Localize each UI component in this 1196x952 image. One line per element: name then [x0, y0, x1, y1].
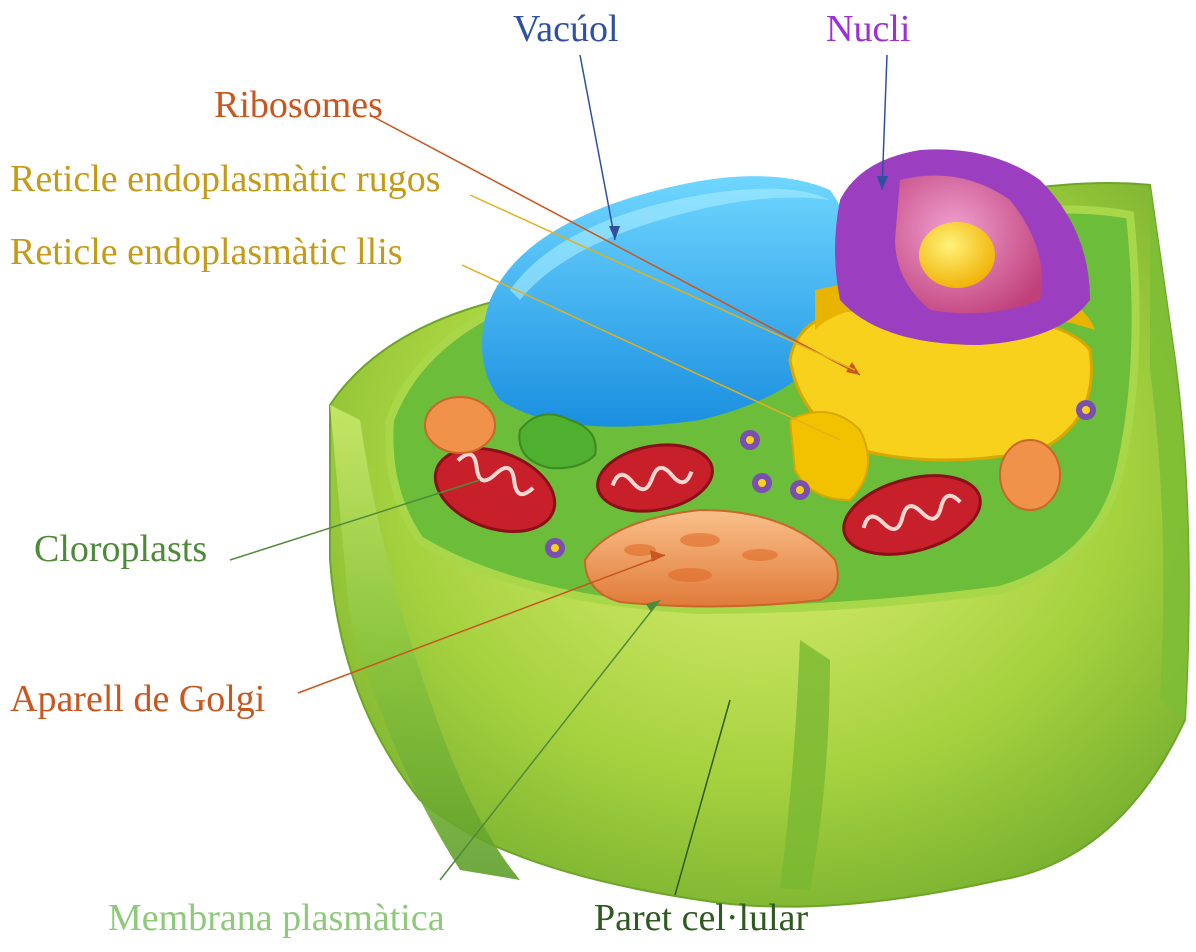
label-membrana: Membrana plasmàtica [108, 899, 445, 937]
nucleus [835, 149, 1090, 345]
label-ribosomes: Ribosomes [214, 86, 383, 124]
label-cloroplasts: Cloroplasts [34, 530, 207, 568]
label-paret: Paret cel·lular [594, 899, 808, 937]
label-nucli: Nucli [826, 10, 910, 48]
label-reticle-llis: Reticle endoplasmàtic llis [10, 233, 403, 271]
label-reticle-rugos: Reticle endoplasmàtic rugos [10, 160, 441, 198]
organelle-orange-2 [1000, 440, 1060, 510]
nucleolus [919, 222, 995, 288]
label-vacuol: Vacúol [513, 10, 619, 48]
label-golgi: Aparell de Golgi [10, 680, 265, 718]
organelle-orange-1 [425, 397, 495, 453]
